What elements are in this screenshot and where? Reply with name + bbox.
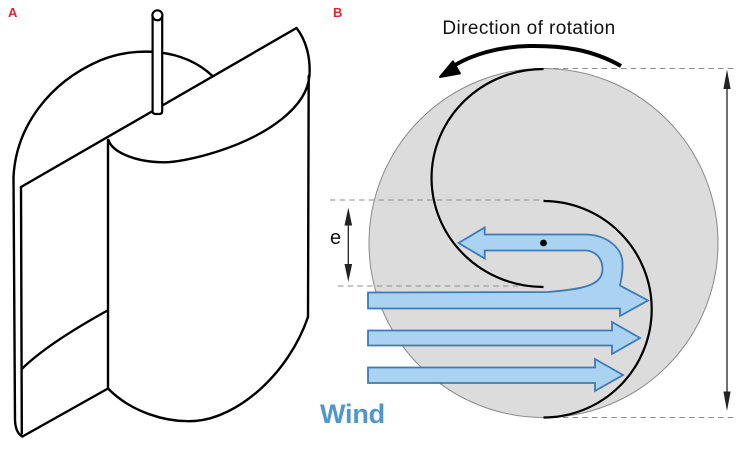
rotor-3d-right-outer-edge: [306, 74, 310, 319]
wind-arrow-deflected: [367, 225, 650, 318]
wind-label: Wind: [320, 399, 385, 429]
rotor-3d-right-top-rim: [107, 26, 311, 164]
rotor-3d-shaft-knob: [151, 9, 164, 22]
rotor-3d-shaft: [151, 13, 164, 116]
rotation-caption: Direction of rotation: [442, 18, 616, 39]
rotor-axis-dot: [540, 239, 547, 247]
rotor-3d: [12, 9, 311, 438]
panel-b-label: B: [333, 5, 343, 20]
blade-advancing: [430, 67, 544, 289]
eccentricity-label: e: [330, 227, 342, 249]
rotor-3d-left-inner-edge: [19, 185, 23, 435]
rotor-3d-left-outer-edge: [12, 175, 24, 438]
rotor-top-view: [330, 43, 737, 419]
blade-returning: [543, 199, 653, 419]
rotor-3d-right-bottom-rim: [106, 315, 310, 423]
wind-arrow-middle: [367, 320, 642, 356]
panel-a-label: A: [8, 5, 18, 20]
rotor-3d-left-top-rim: [12, 50, 214, 179]
wind-arrow-bottom: [367, 357, 625, 393]
rotor-3d-left-bottom-rim: [20, 309, 109, 371]
rotation-arrow: [439, 43, 622, 78]
eccentricity-dimension: [344, 207, 353, 282]
diameter-dimension: [723, 69, 731, 411]
rotor-3d-left-bottom-edge: [21, 387, 110, 438]
